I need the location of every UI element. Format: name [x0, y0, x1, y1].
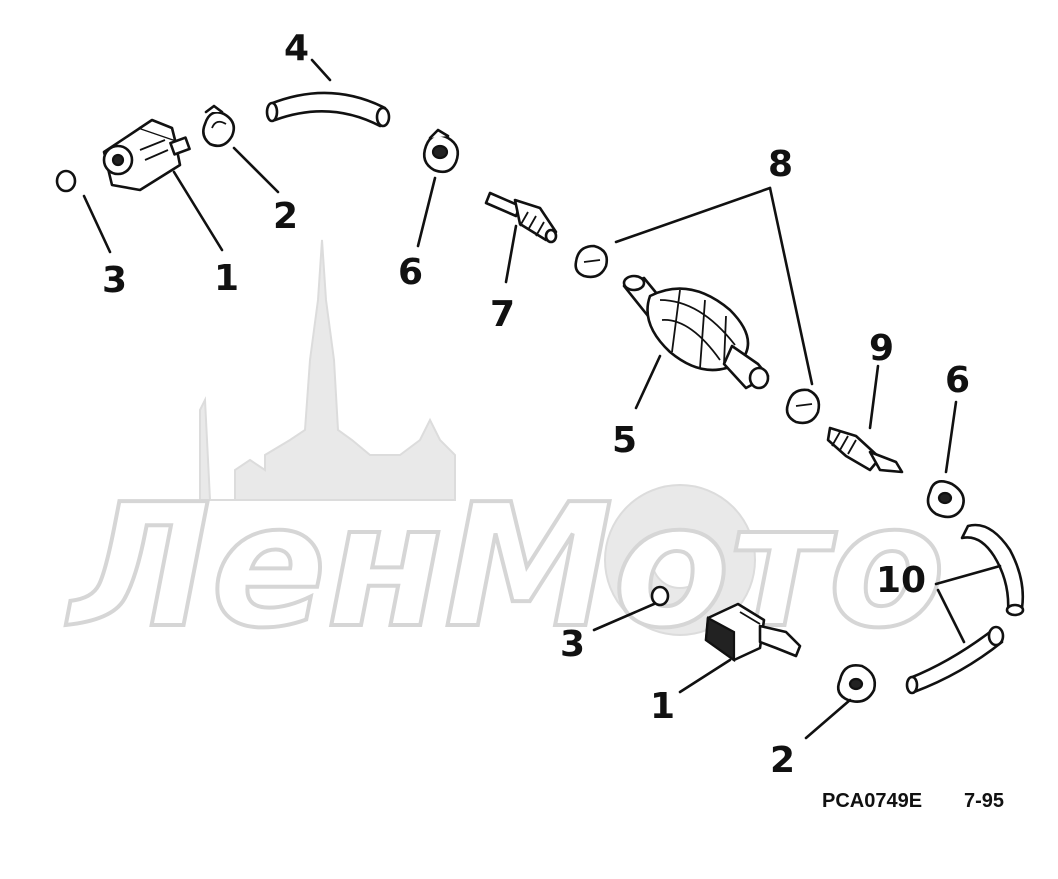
o-ring-top	[55, 169, 77, 193]
callout-9: 9	[869, 328, 894, 369]
leader-10b	[936, 588, 966, 644]
primer-bulb	[622, 274, 770, 390]
callout-1-top: 1	[214, 258, 239, 299]
fitting-9	[826, 426, 904, 474]
callout-3-bottom: 3	[560, 624, 585, 665]
connector-top	[102, 118, 191, 192]
leader-2-top	[232, 146, 280, 194]
leader-6-top	[416, 176, 437, 248]
watermark-cathedral	[199, 239, 456, 501]
leader-8b	[768, 186, 814, 386]
clip-8-bottom	[785, 388, 821, 425]
page-reference: 7-95	[964, 790, 1004, 812]
clamp-bottom	[836, 664, 877, 703]
callout-10: 10	[876, 560, 926, 601]
leader-8a	[614, 186, 772, 244]
callout-2-top: 2	[273, 196, 298, 237]
o-ring-bottom	[650, 585, 670, 607]
leader-9	[868, 364, 880, 430]
leader-lines	[82, 58, 1002, 740]
callout-6-bottom: 6	[945, 360, 970, 401]
watermark-wheel-hub	[651, 531, 709, 589]
clamp-6-top	[422, 128, 460, 174]
callout-4: 4	[284, 28, 309, 69]
connector-bottom	[704, 602, 802, 663]
callout-1-bottom: 1	[650, 686, 675, 727]
watermark: ЛенМото	[63, 239, 947, 668]
leader-5	[634, 354, 662, 410]
callout-6-top: 6	[398, 252, 423, 293]
leader-10a	[934, 564, 1002, 586]
leader-1-bottom	[678, 658, 732, 694]
hose-10	[905, 523, 1025, 695]
leader-3-top	[82, 194, 112, 254]
drawing-code: PCA0749E	[822, 790, 922, 812]
clip-8-top	[574, 244, 609, 279]
leader-1-top	[172, 170, 224, 252]
leader-3-bottom	[592, 602, 656, 632]
clamp-top	[202, 104, 236, 148]
callout-5: 5	[612, 420, 637, 461]
fitting-7	[484, 191, 558, 244]
leader-2-bottom	[804, 698, 852, 740]
leader-6-bottom	[944, 400, 958, 474]
clamp-6-bottom	[926, 480, 965, 519]
callouts: 3 1 2 4 6 7 8 5 9 6 10 3 1 2	[102, 28, 970, 781]
leader-4	[310, 58, 332, 82]
callout-2-bottom: 2	[770, 740, 795, 781]
callout-8: 8	[768, 144, 793, 185]
watermark-text: ЛенМото	[65, 468, 945, 666]
callout-3-top: 3	[102, 260, 127, 301]
hose-top	[265, 91, 391, 128]
callout-7: 7	[490, 294, 515, 335]
leader-7	[504, 224, 518, 284]
